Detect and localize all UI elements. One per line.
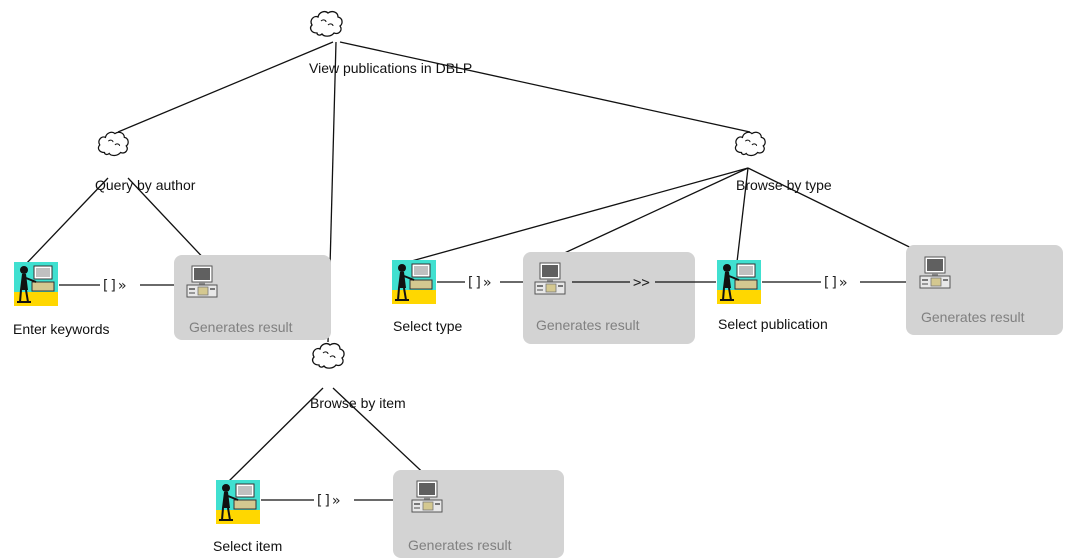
enabling-info-operator: []» bbox=[101, 278, 126, 294]
enabling-info-operator: []» bbox=[466, 275, 491, 291]
computer-icon bbox=[534, 262, 566, 295]
task-select-publication[interactable]: Select publication bbox=[716, 260, 828, 332]
user-at-computer-icon bbox=[391, 260, 437, 304]
enabling-info-operator: []» bbox=[822, 275, 847, 291]
task-label: View publications in DBLP bbox=[309, 60, 472, 76]
computer-icon bbox=[919, 256, 951, 289]
cloud-icon bbox=[97, 131, 129, 157]
task-label: Select item bbox=[213, 538, 282, 554]
task-label: Query by author bbox=[95, 177, 196, 193]
operator-result-to-select-publication: >> bbox=[572, 275, 716, 291]
user-at-computer-icon bbox=[716, 260, 762, 304]
task-label: Generates result bbox=[408, 537, 512, 553]
cloud-icon bbox=[734, 131, 766, 157]
task-label: Browse by type bbox=[736, 177, 832, 193]
task-browse-by-item[interactable]: Browse by item bbox=[310, 342, 406, 411]
task-select-type[interactable]: Select type bbox=[391, 260, 462, 334]
computer-icon bbox=[186, 265, 218, 298]
user-at-computer-icon bbox=[13, 262, 59, 306]
task-generates-result-publication[interactable]: Generates result bbox=[906, 245, 1063, 335]
task-query-by-author[interactable]: Query by author bbox=[95, 131, 196, 193]
user-at-computer-icon bbox=[215, 480, 261, 524]
task-label: Select type bbox=[393, 318, 462, 334]
computer-icon bbox=[411, 480, 443, 513]
cloud-icon bbox=[309, 10, 343, 37]
task-generates-result-item[interactable]: Generates result bbox=[393, 470, 564, 558]
enabling-info-operator: []» bbox=[315, 493, 340, 509]
task-view-publications[interactable]: View publications in DBLP bbox=[309, 10, 472, 76]
task-label: Generates result bbox=[536, 317, 640, 333]
task-enter-keywords[interactable]: Enter keywords bbox=[13, 262, 109, 337]
operator-select-item-to-result: []» bbox=[261, 493, 416, 509]
task-label: Browse by item bbox=[310, 395, 406, 411]
system-task-box bbox=[523, 252, 695, 344]
task-generates-result-author[interactable]: Generates result bbox=[174, 255, 331, 340]
task-label: Generates result bbox=[921, 309, 1025, 325]
task-label: Select publication bbox=[718, 316, 828, 332]
operator-select-publication-to-result: []» bbox=[762, 275, 924, 291]
task-label: Generates result bbox=[189, 319, 293, 335]
task-select-item[interactable]: Select item bbox=[213, 480, 282, 554]
system-task-box bbox=[174, 255, 331, 340]
task-label: Enter keywords bbox=[13, 321, 109, 337]
operator-enter-keywords-to-result: []» bbox=[59, 278, 184, 294]
enabling-operator: >> bbox=[633, 275, 650, 291]
hierarchy-lines bbox=[24, 41, 941, 483]
task-browse-by-type[interactable]: Browse by type bbox=[734, 131, 832, 193]
cloud-icon bbox=[311, 342, 345, 369]
task-generates-result-type[interactable]: Generates result bbox=[523, 252, 695, 344]
